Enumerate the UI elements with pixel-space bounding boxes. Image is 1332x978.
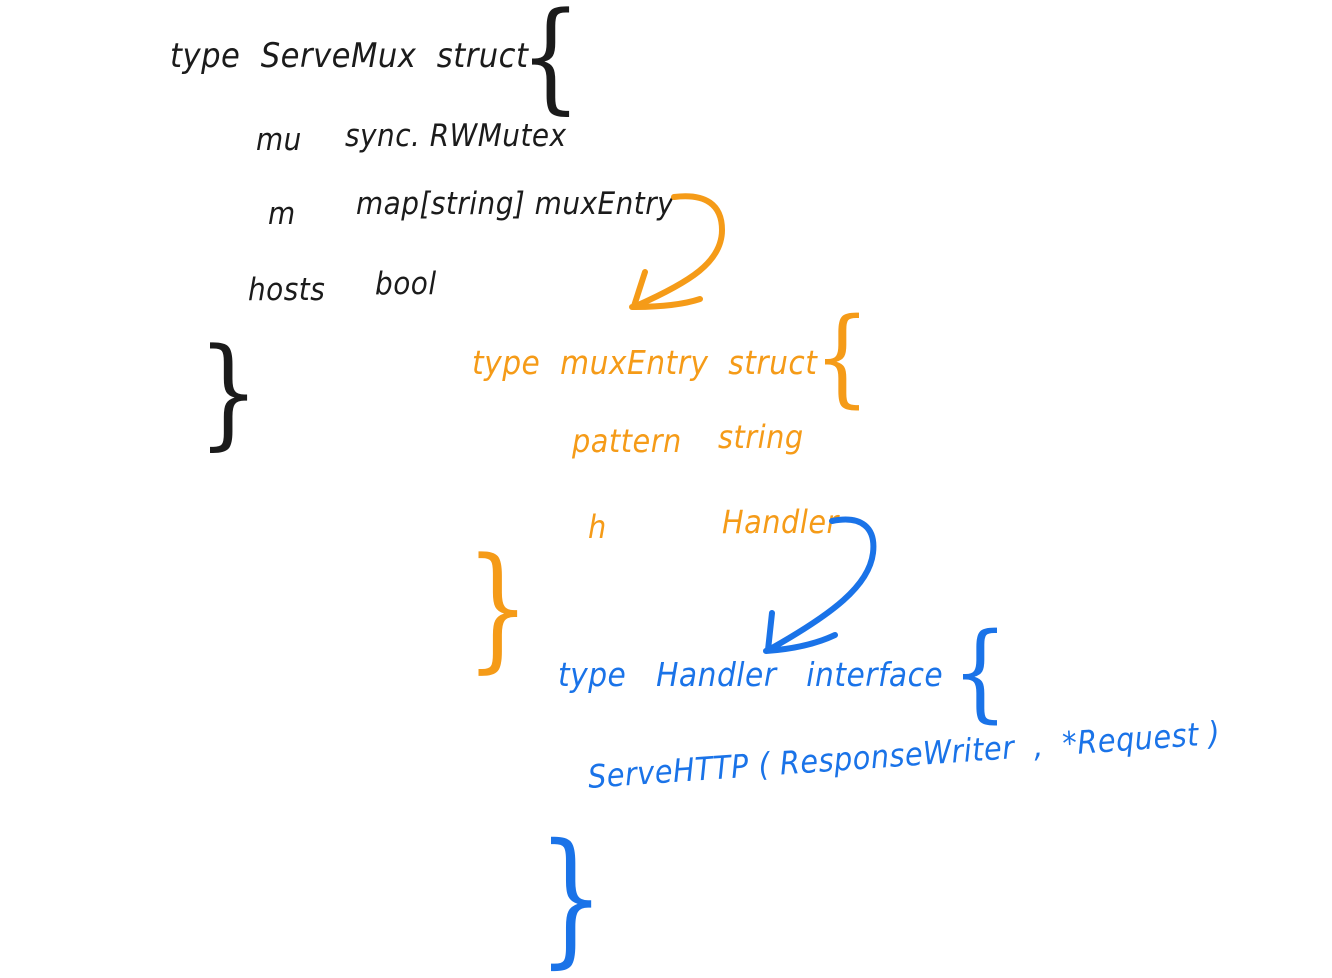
muxentry-field-type-pattern: string [718, 418, 804, 456]
muxentry-header: type muxEntry struct [472, 343, 818, 382]
muxentry-field-name-h: h [588, 508, 607, 546]
handler-open-brace: { [952, 609, 1008, 734]
handler-header: type Handler interface [558, 655, 944, 694]
muxentry-field-type-h: Handler [722, 503, 839, 541]
muxentry-close-brace: } [466, 528, 530, 687]
handler-close-brace: } [538, 811, 605, 978]
servemux-field-name-m: m [268, 196, 296, 232]
servemux-field-type-m: map[string] muxEntry [356, 186, 675, 222]
muxentry-field-name-pattern: pattern [572, 422, 682, 460]
servemux-close-brace: } [198, 322, 260, 462]
servemux-header: type ServeMux struct [170, 36, 529, 76]
servemux-field-type-hosts: bool [375, 266, 437, 302]
servemux-open-brace: { [520, 0, 582, 126]
handler-method-servehttp: ServeHTTP ( ResponseWriter , *Request ) [586, 713, 1222, 796]
servemux-field-type-mu: sync. RWMutex [345, 118, 567, 154]
muxentry-open-brace: { [814, 294, 870, 419]
servemux-field-name-mu: mu [256, 122, 302, 158]
servemux-field-name-hosts: hosts [248, 272, 326, 308]
